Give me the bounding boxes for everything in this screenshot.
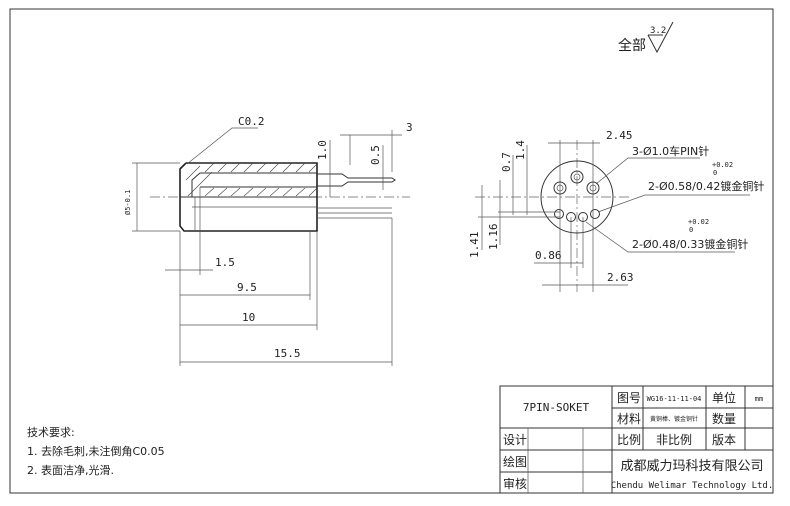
roughness-value: 3.2: [650, 26, 666, 36]
side-view: C0.2 Ø5-0.1 1.5 9.5 10 15.5 1.0 0.5 3: [124, 115, 413, 366]
dim-0-5: 0.5: [369, 145, 382, 165]
tol2-upper: +0.02: [688, 218, 709, 226]
technical-requirements: 技术要求: 1. 去除毛刺,未注倒角C0.05 2. 表面洁净,光滑.: [27, 426, 165, 477]
requirement-item: 2. 表面洁净,光滑.: [27, 463, 114, 477]
material-label: 材料: [617, 412, 641, 426]
note-pin: 3-Ø1.0车PIN针: [632, 144, 709, 158]
drawing-frame: [9, 8, 774, 494]
scale: 非比例: [656, 433, 692, 447]
tol2-lower: 0: [689, 226, 693, 234]
quantity-label: 数量: [712, 411, 736, 426]
diameter-label: Ø5-0.1: [124, 190, 132, 215]
part-name: 7PIN-SOKET: [523, 401, 590, 414]
tol1-lower: 0: [713, 169, 717, 177]
draw-label: 绘图: [503, 454, 527, 469]
dim-1-4: 1.4: [514, 140, 527, 160]
drawing-no: WG16-11-11-04: [647, 395, 702, 403]
dim-0-86: 0.86: [535, 249, 562, 262]
dim-10: 10: [242, 311, 255, 324]
end-view: 2.45 3-Ø1.0车PIN针 +0.02 0 2-Ø0.58/0.42镀金铜…: [468, 129, 764, 292]
note-pin2: 2-Ø0.58/0.42镀金铜针: [648, 179, 764, 193]
requirements-title: 技术要求:: [27, 426, 75, 439]
large-pins: [553, 170, 600, 195]
pin: [317, 173, 396, 187]
unit: mm: [755, 395, 763, 403]
company-cn: 成都威力玛科技有限公司: [620, 459, 763, 474]
section-hatch: [185, 162, 318, 197]
unit-label: 单位: [712, 390, 736, 405]
design-label: 设计: [503, 433, 527, 447]
title-block: 7PIN-SOKET 图号 WG16-11-11-04 单位 mm 材料 黄铜棒…: [499, 385, 774, 494]
dim-2-45: 2.45: [606, 129, 633, 142]
dim-1-41: 1.41: [468, 232, 481, 259]
drawing-no-label: 图号: [617, 391, 641, 405]
roughness-label: 全部: [618, 37, 646, 54]
dim-9-5: 9.5: [237, 281, 257, 294]
dim-3: 3: [406, 121, 413, 134]
tol1-upper: +0.02: [712, 161, 733, 169]
requirement-item: 1. 去除毛刺,未注倒角C0.05: [27, 444, 165, 458]
version-label: 版本: [712, 433, 736, 447]
review-label: 审核: [503, 476, 527, 491]
material: 黄铜棒、镀金铜针: [650, 415, 698, 423]
note-pin3: 2-Ø0.48/0.33镀金铜针: [632, 237, 748, 251]
scale-label: 比例: [617, 433, 641, 447]
dim-1-0: 1.0: [316, 140, 329, 160]
company-en: Chendu Welimar Technology Ltd.: [611, 481, 774, 491]
socket-face: [540, 160, 614, 234]
roughness-symbol: 全部 3.2: [618, 21, 674, 54]
dim-1-5: 1.5: [215, 256, 235, 269]
body-outline: [179, 162, 318, 232]
dim-0-7: 0.7: [500, 152, 513, 172]
dim-1-16: 1.16: [487, 224, 500, 251]
chamfer-label: C0.2: [238, 115, 265, 128]
dim-15-5: 15.5: [274, 347, 301, 360]
dim-2-63: 2.63: [607, 271, 634, 284]
